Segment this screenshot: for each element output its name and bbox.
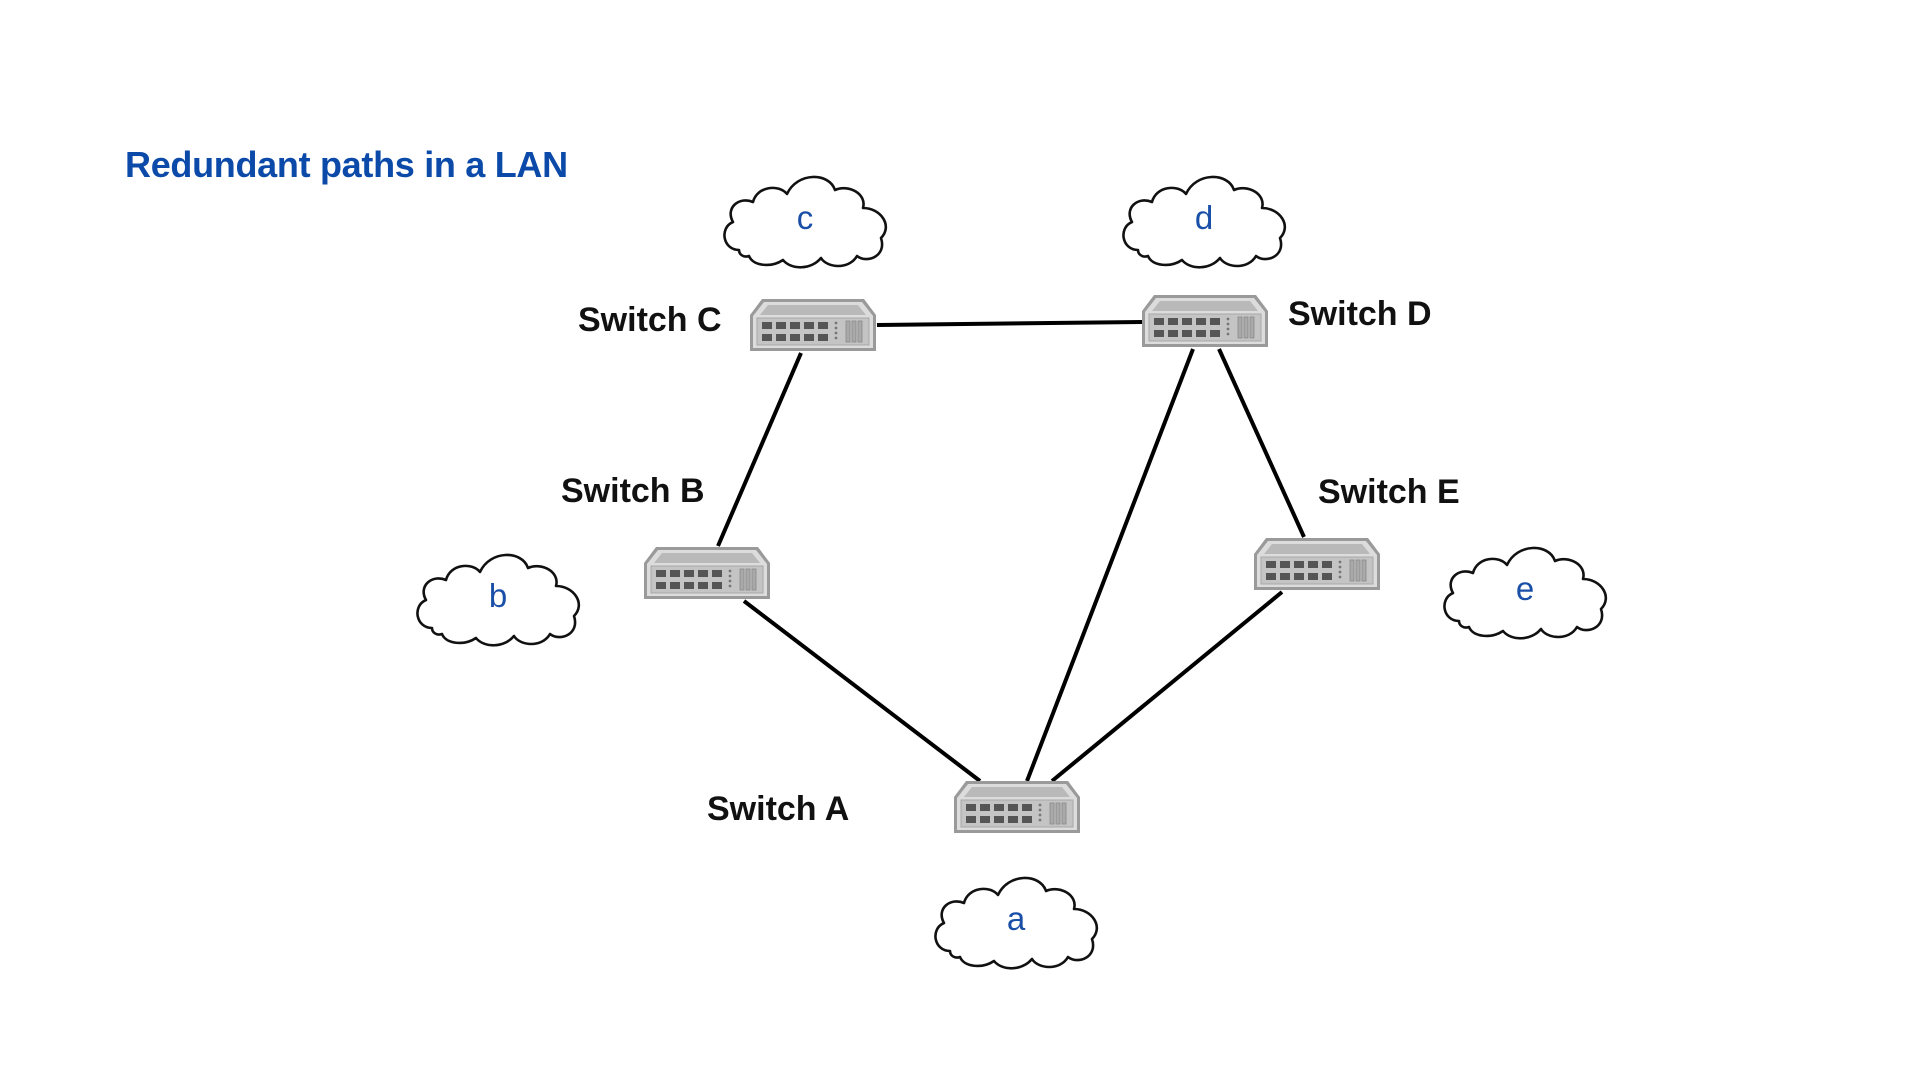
link-e-a (1050, 590, 1284, 783)
segment-label-c: c (797, 199, 814, 236)
switch-label-c: Switch C (578, 301, 722, 339)
segment-a: a (934, 876, 1099, 970)
link-d-a (1025, 348, 1195, 782)
segment-label-e: e (1516, 570, 1534, 607)
link-c-d (876, 320, 1143, 327)
segment-e: e (1443, 546, 1608, 640)
segment-label-a: a (1007, 900, 1026, 937)
switch-label-b: Switch B (561, 472, 705, 510)
segments-layer: a b c d e (416, 175, 1608, 970)
switch-label-a: Switch A (707, 790, 850, 828)
switch-label-e: Switch E (1318, 473, 1460, 511)
network-switch-icon-c (749, 298, 877, 352)
switches-layer (643, 294, 1381, 834)
segment-b: b (416, 553, 581, 647)
switch-label-d: Switch D (1288, 295, 1432, 333)
network-switch-icon-e (1253, 537, 1381, 591)
network-switch-icon-b (643, 546, 771, 600)
link-c-b (716, 352, 803, 547)
segment-c: c (723, 175, 888, 269)
diagram-title: Redundant paths in a LAN (125, 144, 568, 185)
network-switch-icon-d (1141, 294, 1269, 348)
links-layer (716, 320, 1306, 783)
link-b-a (742, 599, 982, 783)
segment-label-d: d (1195, 199, 1213, 236)
segment-d: d (1122, 175, 1287, 269)
segment-label-b: b (489, 577, 507, 614)
link-d-e (1217, 348, 1306, 538)
network-switch-icon-a (953, 780, 1081, 834)
